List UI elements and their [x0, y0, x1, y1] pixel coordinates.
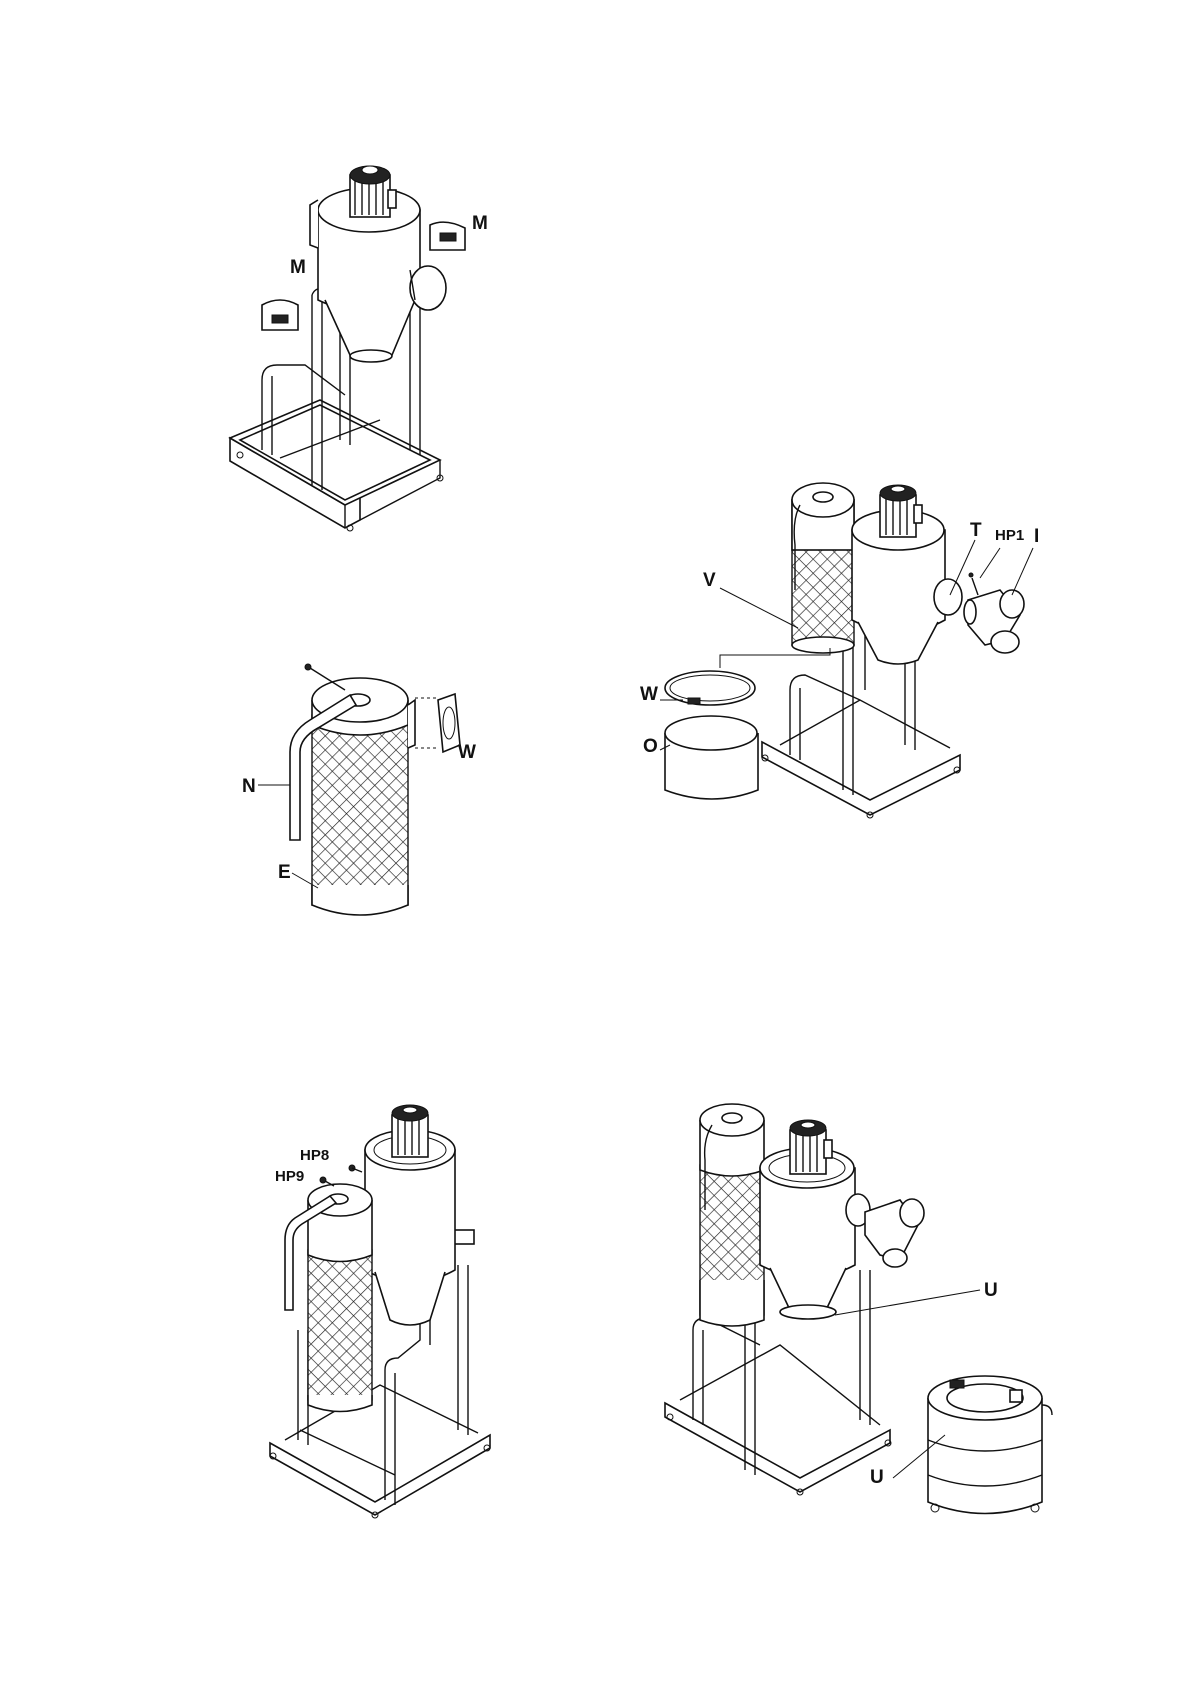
label-o: O: [643, 736, 658, 757]
label-w-fig3: W: [458, 742, 476, 763]
label-m-left: M: [290, 257, 306, 278]
figure-2-assembled-unit: T HP1 I V W O: [640, 483, 1039, 818]
figure-4-filter-mounting: HP8 HP9: [270, 1105, 490, 1518]
figure-3-filter-canister: W N E: [242, 664, 476, 915]
figure-1-cyclone-on-stand: M M: [230, 166, 488, 531]
label-hp8: HP8: [300, 1147, 329, 1164]
label-n: N: [242, 776, 256, 797]
label-t: T: [970, 520, 982, 541]
figure-5-drum-attachment: U U: [665, 1104, 1052, 1514]
label-v: V: [703, 570, 716, 591]
label-w-fig2: W: [640, 684, 658, 705]
label-hp9: HP9: [275, 1168, 304, 1185]
label-hp1: HP1: [995, 527, 1024, 544]
label-u-bottom: U: [870, 1467, 884, 1488]
label-i: I: [1034, 526, 1039, 547]
label-m-right: M: [472, 213, 488, 234]
label-e: E: [278, 862, 291, 883]
label-u-top: U: [984, 1280, 998, 1301]
